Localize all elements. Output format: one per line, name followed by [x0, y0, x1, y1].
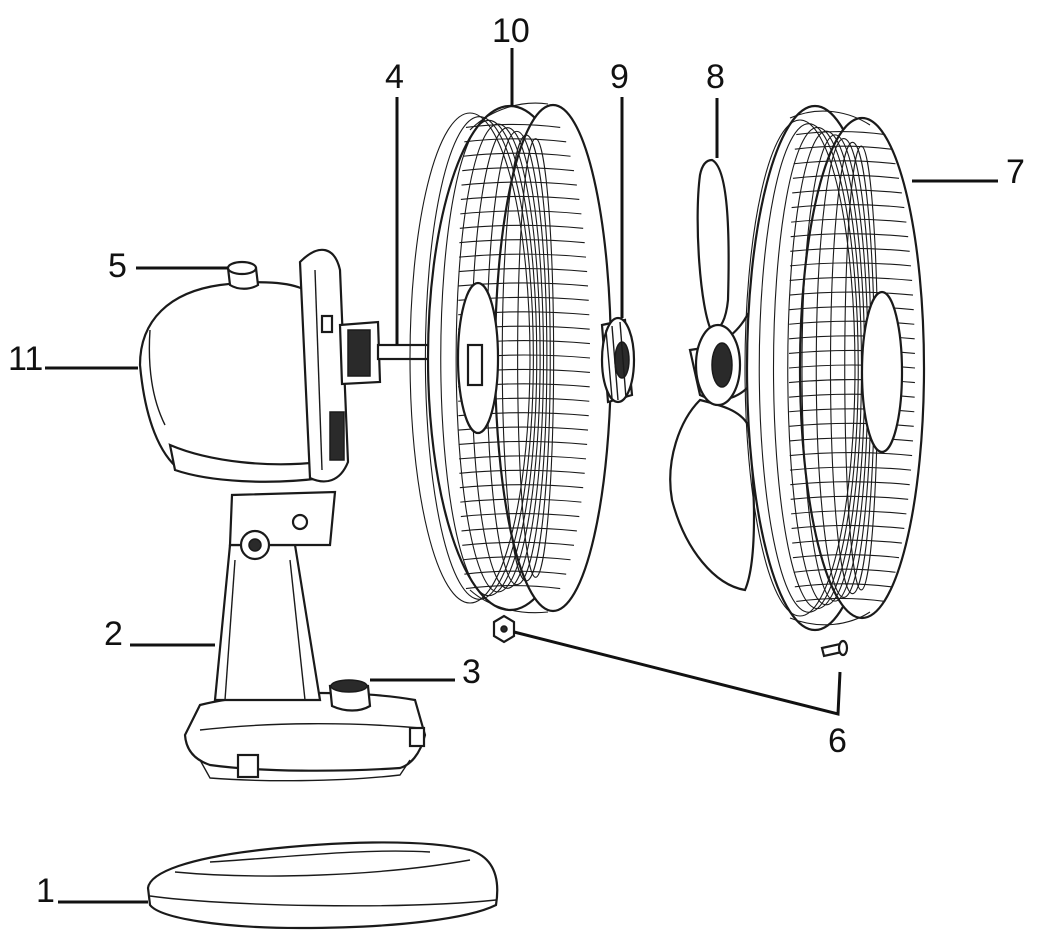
grille-wire [460, 210, 582, 215]
grille-wire [464, 138, 567, 143]
motor-housing [138, 248, 382, 483]
callout-label-4: 4 [385, 58, 404, 96]
callout-label-5: 5 [108, 247, 127, 285]
callout-label-9: 9 [610, 58, 629, 96]
motor-shaft [376, 343, 432, 361]
grille-nut [600, 316, 636, 404]
grille-wire [460, 513, 580, 518]
grille-wire [458, 267, 588, 273]
grille-wire [790, 481, 910, 486]
grille-ring [409, 112, 531, 604]
grille-wire [790, 495, 909, 500]
grille-wire [791, 524, 905, 530]
grille-wire [794, 145, 892, 150]
grille-wire [463, 556, 571, 561]
grille-wire [790, 233, 909, 238]
callout-label-11: 11 [8, 340, 43, 378]
grille-wire [461, 181, 577, 186]
grille-wire [462, 541, 575, 546]
callout-label-6: 6 [828, 722, 847, 760]
grille-ring [440, 119, 538, 597]
nut-and-screw [492, 614, 849, 658]
grille-wire [461, 527, 577, 532]
grille-ring [744, 119, 856, 617]
callout-label-7: 7 [1006, 153, 1025, 191]
callout-label-1: 1 [36, 872, 55, 910]
grille-wire [462, 167, 575, 172]
grille-ring [501, 134, 551, 582]
grille-ring [758, 123, 859, 613]
rear-grille [409, 102, 613, 614]
grille-ring [424, 116, 534, 600]
grille-ring [517, 138, 555, 578]
callout-labels: 1 2 3 4 5 6 7 8 9 10 11 [8, 12, 1025, 910]
grille-wire [792, 174, 900, 179]
grille-wire [791, 204, 905, 209]
grille-wire [459, 455, 587, 460]
grille-wire [460, 498, 582, 503]
grille-wire [796, 131, 886, 136]
callout-label-3: 3 [462, 653, 481, 691]
grille-wire [459, 469, 585, 474]
grille-wire [794, 583, 892, 588]
grille-wire [460, 195, 580, 201]
grille-wire [792, 539, 902, 544]
grille-wire [790, 247, 910, 252]
callout-line-6 [513, 630, 842, 716]
base-plate [146, 841, 499, 930]
grille-wire [459, 253, 587, 258]
grille-ring [455, 123, 541, 593]
oscillation-knob [226, 260, 260, 290]
stand-column [183, 490, 427, 782]
grille-wire [793, 568, 896, 573]
grille-wire [792, 554, 900, 559]
grille-wire [459, 239, 585, 244]
grille-wire [465, 123, 561, 128]
grille-wire [458, 440, 588, 446]
callout-lines [45, 48, 998, 904]
callout-label-8: 8 [706, 58, 725, 96]
base-switch [328, 679, 372, 712]
callout-label-2: 2 [104, 615, 123, 653]
front-grille [744, 104, 926, 632]
callout-label-10: 10 [492, 12, 530, 50]
grille-wire [789, 451, 913, 457]
